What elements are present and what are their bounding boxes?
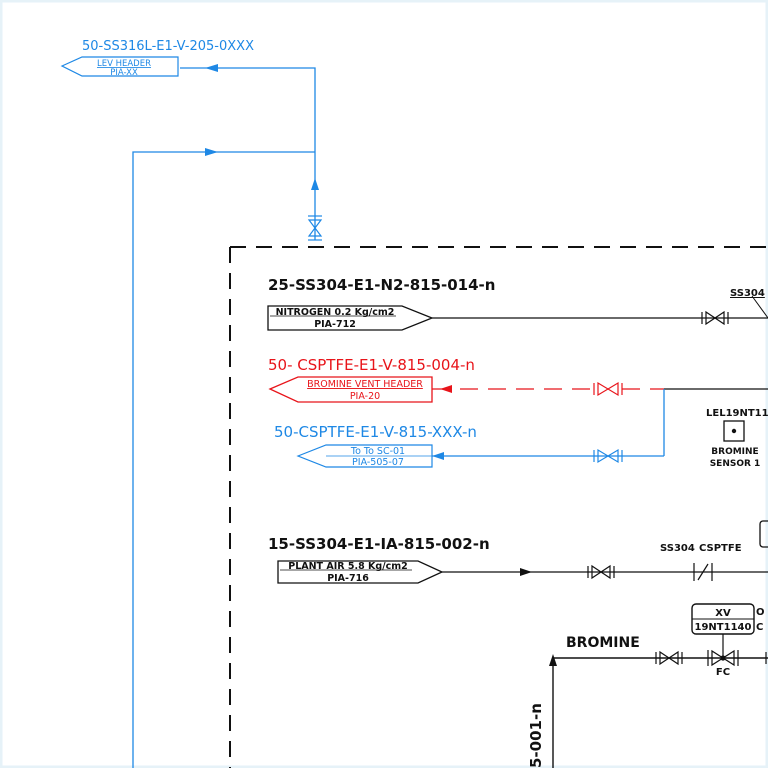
- svg-text:PIA-505-07: PIA-505-07: [352, 457, 404, 468]
- line-number-bromine-vent: 50- CSPTFE-E1-V-815-004-n: [268, 356, 475, 374]
- control-valve-icon: [707, 649, 739, 667]
- line-number-top: 50-SS316L-E1-V-205-0XXX: [82, 39, 254, 54]
- gas-sensor-icon: [723, 420, 745, 442]
- xv-open-limit: O: [756, 607, 765, 618]
- svg-text:NITROGEN 0.2 Kg/cm2: NITROGEN 0.2 Kg/cm2: [276, 307, 395, 318]
- svg-text:PLANT AIR 5.8 Kg/cm2: PLANT AIR 5.8 Kg/cm2: [288, 561, 408, 572]
- flow-arrow-icon: [432, 452, 444, 460]
- gate-valve-icon: [587, 564, 615, 580]
- gate-valve-icon: [701, 310, 729, 326]
- lel-tag: LEL19NT1130: [706, 408, 768, 419]
- fail-closed-label: FC: [716, 667, 730, 678]
- bromine-vent-flag: BROMINE VENT HEADER PIA-20: [268, 376, 433, 403]
- line-number-vertical: 5-001-n: [527, 703, 545, 768]
- bromine-label: BROMINE: [566, 635, 640, 651]
- flow-arrow-icon: [549, 654, 557, 666]
- line-number-nitrogen: 25-SS304-E1-N2-815-014-n: [268, 276, 495, 294]
- package-boundary: [229, 246, 768, 768]
- plant-air-flag: PLANT AIR 5.8 Kg/cm2 PIA-716: [277, 560, 444, 584]
- csptfe-label: CSPTFE: [699, 543, 742, 554]
- spec-break-line: [751, 295, 768, 319]
- gate-valve-icon: [593, 448, 623, 464]
- nitrogen-flag: NITROGEN 0.2 Kg/cm2 PIA-712: [267, 305, 434, 331]
- check-valve-icon: [693, 563, 713, 581]
- svg-text:BROMINE VENT HEADER: BROMINE VENT HEADER: [307, 379, 423, 390]
- svg-text:XV: XV: [715, 608, 731, 619]
- ss304-label-top: SS304: [730, 288, 765, 299]
- svg-text:PIA-712: PIA-712: [314, 319, 356, 330]
- xv-tag-box: XV 19NT1140: [691, 603, 755, 635]
- svg-text:PIA-20: PIA-20: [350, 391, 380, 402]
- instrument-box-partial: [759, 520, 768, 548]
- gate-valve-icon: [593, 381, 623, 397]
- svg-text:To To SC-01: To To SC-01: [350, 446, 405, 457]
- line-number-sc: 50-CSPTFE-E1-V-815-XXX-n: [274, 423, 477, 441]
- svg-text:19NT1140: 19NT1140: [695, 622, 752, 633]
- bromine-pipe: [552, 657, 768, 768]
- lev-header-line: [132, 67, 316, 768]
- sensor-label-2: SENSOR 1: [710, 459, 761, 469]
- gate-valve-icon: [307, 215, 323, 241]
- flow-arrow-icon: [440, 385, 452, 393]
- flow-arrow-icon: [520, 568, 532, 576]
- line-number-plant-air: 15-SS304-E1-IA-815-002-n: [268, 535, 490, 553]
- svg-text:PIA-716: PIA-716: [327, 573, 369, 584]
- sensor-label-1: BROMINE: [711, 447, 758, 457]
- flow-arrow-icon: [205, 64, 218, 72]
- xv-closed-limit: C: [756, 622, 763, 633]
- flow-arrow-icon: [205, 148, 218, 156]
- sc-flag: To To SC-01 PIA-505-07: [296, 444, 433, 468]
- flow-arrow-icon: [311, 178, 319, 190]
- ss304-label: SS304: [660, 543, 695, 554]
- svg-text:PIA-XX: PIA-XX: [110, 68, 138, 78]
- lev-header-flag: LEV HEADER PIA-XX: [60, 56, 179, 78]
- gate-valve-icon: [655, 650, 683, 666]
- svg-text:LEV HEADER: LEV HEADER: [97, 59, 151, 69]
